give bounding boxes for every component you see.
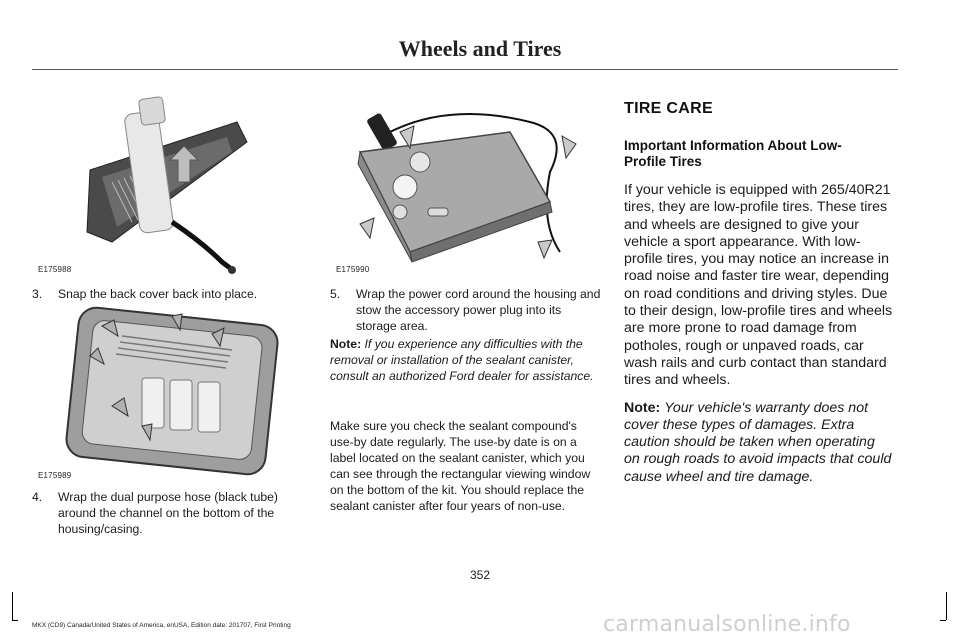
- header-rule: [32, 69, 898, 70]
- low-profile-paragraph: If your vehicle is equipped with 265/40R…: [624, 182, 893, 389]
- figure-code: E175988: [38, 265, 72, 274]
- step-number: 5.: [330, 287, 341, 301]
- note-text: If you experience any difficulties with …: [330, 337, 594, 383]
- edition-footer: MKX (CD9) Canada/United States of Americ…: [32, 622, 291, 629]
- step-4: 4. Wrap the dual purpose hose (black tub…: [32, 489, 302, 537]
- crop-mark: [12, 592, 13, 620]
- figure-back-cover: E175989: [32, 306, 302, 484]
- back-cover-illustration: [65, 306, 279, 476]
- step-5: 5. Wrap the power cord around the housin…: [330, 286, 602, 334]
- crop-mark: [940, 620, 946, 621]
- note-text: Your vehicle's warranty does not cover t…: [624, 399, 892, 485]
- note-label: Note:: [330, 337, 362, 351]
- step-3: 3. Snap the back cover back into place.: [32, 286, 302, 302]
- crop-mark: [12, 620, 18, 621]
- sealant-use-by-paragraph: Make sure you check the sealant compound…: [330, 419, 591, 513]
- note-label: Note:: [624, 399, 661, 416]
- figure-code: E175989: [38, 471, 72, 480]
- step-number: 4.: [32, 490, 43, 504]
- sealant-note: Note: If you experience any difficulties…: [330, 336, 600, 384]
- step-text: Wrap the dual purpose hose (black tube) …: [58, 490, 278, 536]
- compressor-illustration: [357, 113, 577, 263]
- step-text: Snap the back cover back into place.: [58, 287, 258, 301]
- watermark: carmanualsonline.info: [603, 612, 851, 637]
- page-title: Wheels and Tires: [398, 36, 562, 61]
- page-number: 352: [469, 568, 491, 582]
- sub-heading: Important Information About Low-Profile …: [624, 138, 842, 169]
- figure-code: E175990: [336, 265, 370, 274]
- step-text: Wrap the power cord around the housing a…: [356, 287, 601, 333]
- canister-illustration: [86, 96, 248, 274]
- section-heading: TIRE CARE: [624, 100, 713, 117]
- tire-care-column: TIRE CARE Important Information About Lo…: [624, 100, 894, 486]
- step-number: 3.: [32, 287, 43, 301]
- figure-sealant-canister-insert: E175988: [32, 82, 302, 278]
- warranty-note: Note: Your vehicle's warranty does not c…: [624, 400, 894, 486]
- figure-compressor-power-cord: E175990: [330, 92, 600, 278]
- crop-mark: [946, 592, 947, 620]
